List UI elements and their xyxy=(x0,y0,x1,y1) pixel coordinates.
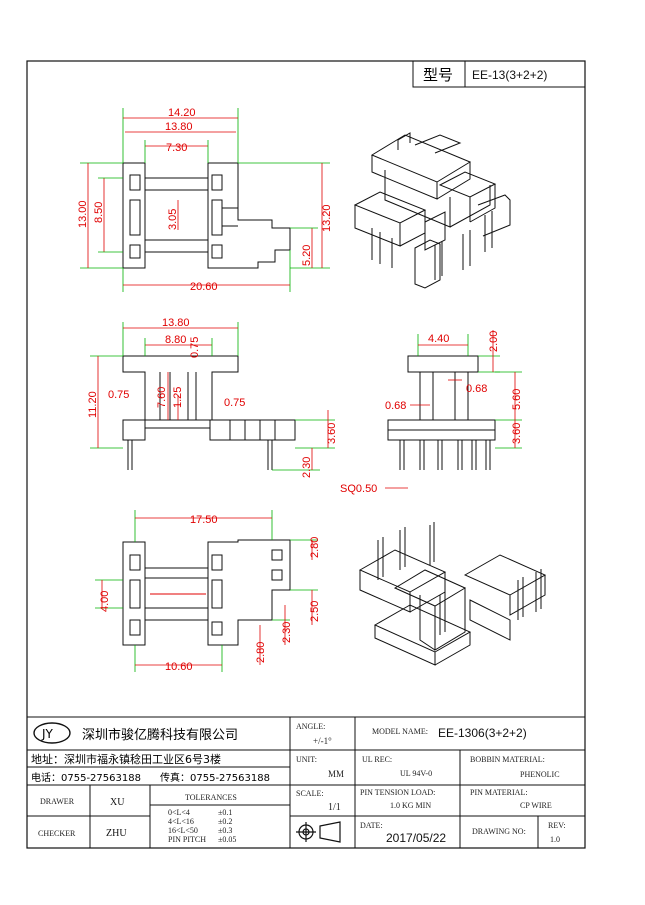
pin-material-value: CP WIRE xyxy=(520,801,552,810)
unit-value: MM xyxy=(328,769,344,779)
iso-view-top xyxy=(353,132,511,289)
dim-top-h3: 3.05 xyxy=(167,209,179,230)
dim-front-w2: 8.80 xyxy=(165,334,186,346)
bobbin-value: PHENOLIC xyxy=(520,770,560,779)
scale-value: 1/1 xyxy=(328,802,341,813)
unit-label: UNIT: xyxy=(296,755,317,764)
side-view-dims xyxy=(385,330,522,489)
tol4-value: ±0.05 xyxy=(218,835,236,844)
dim-top-h2: 8.50 xyxy=(93,202,105,223)
dim-bot-h4: 2.30 xyxy=(281,622,293,643)
date-value: 2017/05/22 xyxy=(386,831,446,845)
dim-front-h: 11.20 xyxy=(87,391,99,418)
front-view xyxy=(122,355,296,470)
logo-text: JY xyxy=(41,727,54,741)
tol2-range: 4<L<16 xyxy=(168,817,194,826)
tol2-value: ±0.2 xyxy=(218,817,232,826)
dim-front-w3: 0.75 xyxy=(189,337,201,358)
drawing-no-label: DRAWING NO: xyxy=(472,827,526,836)
iso-view-bottom xyxy=(358,522,547,666)
company-address: 地址：深圳市福永镇稔田工业区6号3楼 xyxy=(31,752,221,766)
tolerances-label: TOLERANCES xyxy=(185,793,237,802)
dim-side-sq: SQ0.50 xyxy=(340,483,377,495)
dim-top-w2: 13.80 xyxy=(165,121,193,133)
tol1-range: 0<L<4 xyxy=(168,808,190,817)
bottom-view-dims xyxy=(95,510,318,672)
dim-bot-h5: 2.80 xyxy=(255,642,267,663)
top-view-dims xyxy=(80,108,330,292)
dim-side-c: 0.68 xyxy=(466,383,487,395)
rev-value: 1.0 xyxy=(550,835,560,844)
dim-side-a: 2.00 xyxy=(488,331,500,352)
projection-icon xyxy=(296,821,341,843)
drawer-label: DRAWER xyxy=(40,797,75,806)
dim-front-c: 1.25 xyxy=(172,387,184,408)
dim-front-e: 3.60 xyxy=(326,423,338,444)
ul-label: UL REC: xyxy=(362,755,392,764)
drawer-value: XU xyxy=(110,797,125,808)
dim-bot-h1: 4.00 xyxy=(99,591,111,612)
dim-front-f: 2.30 xyxy=(301,457,313,478)
tol1-value: ±0.1 xyxy=(218,808,232,817)
dim-front-d: 0.75 xyxy=(224,397,245,409)
dim-side-b: 0.68 xyxy=(385,400,406,412)
pin-tension-label: PIN TENSION LOAD: xyxy=(360,788,435,797)
logo-mark xyxy=(33,722,71,744)
dim-bot-h2: 2.80 xyxy=(309,537,321,558)
dim-top-w3: 7.30 xyxy=(166,142,187,154)
model-header: 型号 EE-13(3+2+2) xyxy=(412,60,586,88)
bottom-view xyxy=(122,539,291,646)
model-label: 型号 xyxy=(423,66,453,84)
company-tel: 电话：0755-27563188 xyxy=(31,771,141,784)
pin-tension-value: 1.0 KG MIN xyxy=(390,801,431,810)
dim-side-e: 3.60 xyxy=(511,423,523,444)
date-label: DATE: xyxy=(360,821,383,830)
dim-top-h5: 5.20 xyxy=(301,245,313,266)
dim-side-d: 5.60 xyxy=(511,389,523,410)
dim-front-b: 7.60 xyxy=(156,387,168,408)
dim-bot-w2: 10.60 xyxy=(165,661,193,673)
checker-value: ZHU xyxy=(106,828,127,839)
scale-label: SCALE: xyxy=(296,789,324,798)
dim-front-a: 0.75 xyxy=(108,389,129,401)
dim-top-h4: 13.20 xyxy=(321,204,333,232)
dim-bot-w1: 17.50 xyxy=(190,514,218,526)
tol3-range: 16<L<50 xyxy=(168,826,198,835)
angle-value: +/-1° xyxy=(313,736,332,746)
dim-top-w4: 20.60 xyxy=(190,281,218,293)
pin-material-label: PIN MATERIAL: xyxy=(470,788,528,797)
title-block xyxy=(27,716,585,848)
tol3-value: ±0.3 xyxy=(218,826,232,835)
company-name: 深圳市骏亿腾科技有限公司 xyxy=(82,727,238,743)
sheet-border xyxy=(26,60,586,849)
dim-bot-h3: 2.50 xyxy=(309,601,321,622)
dim-top-h1: 13.00 xyxy=(77,200,89,228)
dim-front-w1: 13.80 xyxy=(162,317,190,329)
model-value: EE-13(3+2+2) xyxy=(472,68,547,82)
tol4-range: PIN PITCH xyxy=(168,835,206,844)
checker-label: CHECKER xyxy=(38,829,76,838)
side-view xyxy=(387,355,496,470)
top-view xyxy=(122,162,291,269)
ul-value: UL 94V-0 xyxy=(400,769,432,778)
model-name-value: EE-1306(3+2+2) xyxy=(438,726,527,740)
front-view-dims xyxy=(90,322,335,471)
angle-label: ANGLE: xyxy=(296,722,325,731)
dim-top-w1: 14.20 xyxy=(168,107,196,119)
model-name-label: MODEL NAME: xyxy=(372,727,428,736)
dim-side-w: 4.40 xyxy=(428,333,449,345)
company-fax: 传真：0755-27563188 xyxy=(160,771,270,784)
bobbin-label: BOBBIN MATERIAL: xyxy=(470,755,545,764)
rev-label: REV: xyxy=(548,821,566,830)
